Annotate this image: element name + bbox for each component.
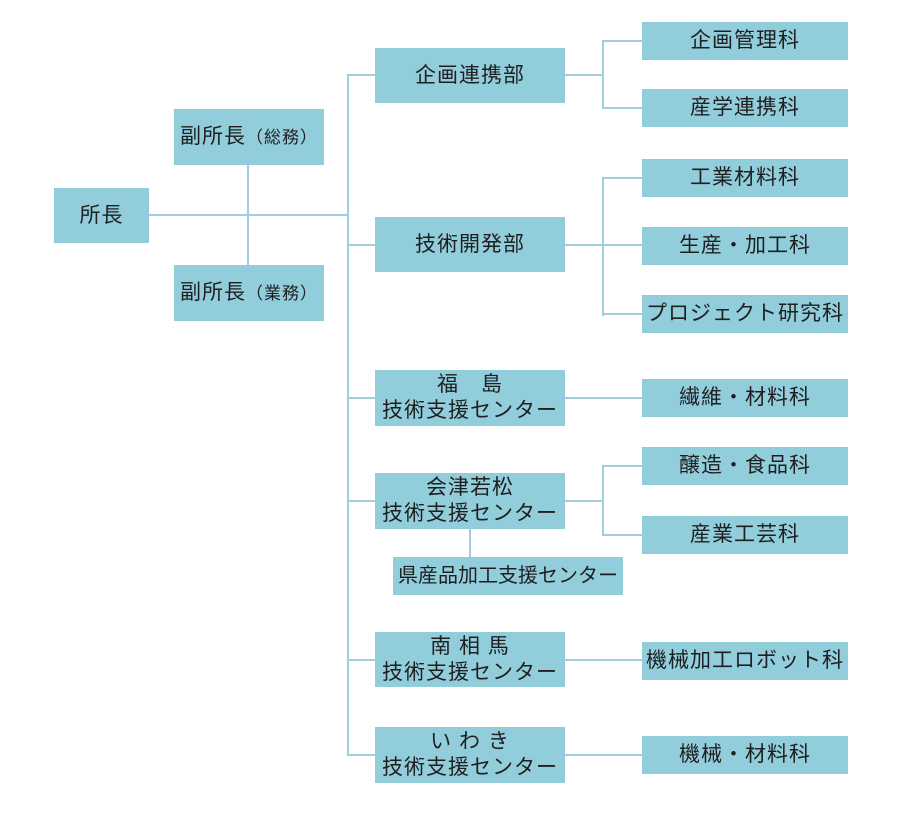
box-dept-planning-collaboration: 企画連携部 [375, 48, 565, 103]
section-label: 生産・加工科 [679, 234, 811, 257]
section-label: 工業材料科 [690, 166, 800, 189]
connector-stub-fukushima [347, 397, 376, 399]
box-section-machinery-materials: 機械・材料科 [642, 736, 848, 774]
connector-minamisoma-child [565, 659, 642, 661]
connector-stub-iwaki [347, 754, 376, 756]
box-deputy-operations: 副所長（業務） [174, 265, 324, 321]
section-label: 企画管理科 [690, 29, 800, 52]
box-section-production-processing: 生産・加工科 [642, 227, 848, 265]
center-suffix: 技術支援センター [382, 756, 558, 779]
center-label: 会津若松技術支援センター [382, 475, 558, 527]
center-suffix: 技術支援センター [382, 399, 558, 422]
connector-stub-techdev [347, 244, 376, 246]
deputy-paren: （業務） [246, 283, 318, 303]
box-dept-tech-development: 技術開発部 [375, 217, 565, 272]
section-label: 繊維・材料科 [679, 386, 811, 409]
connector-planning-child-2 [602, 107, 642, 109]
box-section-planning-management: 企画管理科 [642, 22, 848, 60]
deputy-name: 副所長 [180, 280, 246, 304]
box-section-industrial-arts: 産業工芸科 [642, 516, 848, 554]
center-name: 福 島 [437, 373, 503, 396]
box-center-iwaki: い わ き技術支援センター [375, 727, 565, 783]
connector-deputies-vertical [247, 165, 249, 266]
box-section-brewing-food: 醸造・食品科 [642, 447, 848, 485]
director-label: 所長 [79, 203, 124, 227]
connector-iwaki-child [565, 754, 642, 756]
box-section-project-research: プロジェクト研究科 [642, 295, 848, 333]
connector-stub-minamisoma [347, 659, 376, 661]
box-section-machining-robot: 機械加工ロボット科 [642, 642, 848, 680]
section-label: 産学連携科 [690, 96, 800, 119]
section-label: プロジェクト研究科 [646, 302, 844, 325]
deputy-paren: （総務） [246, 127, 318, 147]
box-center-minamisoma: 南 相 馬技術支援センター [375, 632, 565, 687]
connector-planning-child-1 [602, 40, 642, 42]
deputy-operations-label: 副所長（業務） [180, 280, 318, 307]
connector-aizu-child-2 [602, 534, 642, 536]
connector-techdev-bracket-vertical [602, 177, 604, 316]
box-center-aizuwakamatsu: 会津若松技術支援センター [375, 473, 565, 529]
center-suffix: 技術支援センター [382, 660, 558, 684]
box-section-industry-academia: 産学連携科 [642, 89, 848, 127]
dept-label: 企画連携部 [415, 63, 525, 87]
connector-director-to-trunk [149, 214, 349, 216]
connector-stub-aizuwakamatsu [347, 500, 376, 502]
center-name: 南 相 馬 [430, 634, 510, 658]
connector-aizu-child-1 [602, 465, 642, 467]
dept-label: 技術開発部 [415, 232, 525, 256]
box-section-industrial-materials: 工業材料科 [642, 159, 848, 197]
connector-techdev-child-3 [602, 313, 642, 315]
box-director: 所長 [54, 188, 149, 243]
box-deputy-general-affairs: 副所長（総務） [174, 109, 324, 165]
box-section-textile-materials: 繊維・材料科 [642, 379, 848, 417]
center-name: 会津若松 [426, 476, 514, 499]
center-name: い わ き [430, 730, 510, 753]
connector-aizu-bracket-vertical [602, 465, 604, 536]
section-label: 産業工芸科 [690, 523, 800, 546]
connector-planning-bracket-in [565, 74, 604, 76]
section-label: 機械加工ロボット科 [646, 649, 844, 672]
section-label: 機械・材料科 [679, 743, 811, 766]
connector-stub-planning [347, 74, 376, 76]
center-label: 福 島技術支援センター [382, 372, 558, 424]
deputy-general-affairs-label: 副所長（総務） [180, 124, 318, 151]
deputy-name: 副所長 [180, 124, 246, 148]
center-suffix: 技術支援センター [382, 502, 558, 525]
center-label: 南 相 馬技術支援センター [382, 634, 558, 686]
connector-planning-bracket-vertical [602, 40, 604, 109]
center-label: い わ き技術支援センター [382, 729, 558, 781]
box-center-prefectural-products: 県産品加工支援センター [393, 557, 623, 595]
connector-fukushima-child [565, 397, 642, 399]
connector-main-trunk [347, 74, 349, 756]
connector-aizu-bracket-in [565, 500, 604, 502]
sub-center-label: 県産品加工支援センター [398, 565, 618, 587]
box-center-fukushima: 福 島技術支援センター [375, 370, 565, 426]
connector-techdev-child-1 [602, 177, 642, 179]
connector-aizu-subcenter [469, 529, 471, 557]
section-label: 醸造・食品科 [679, 454, 811, 477]
